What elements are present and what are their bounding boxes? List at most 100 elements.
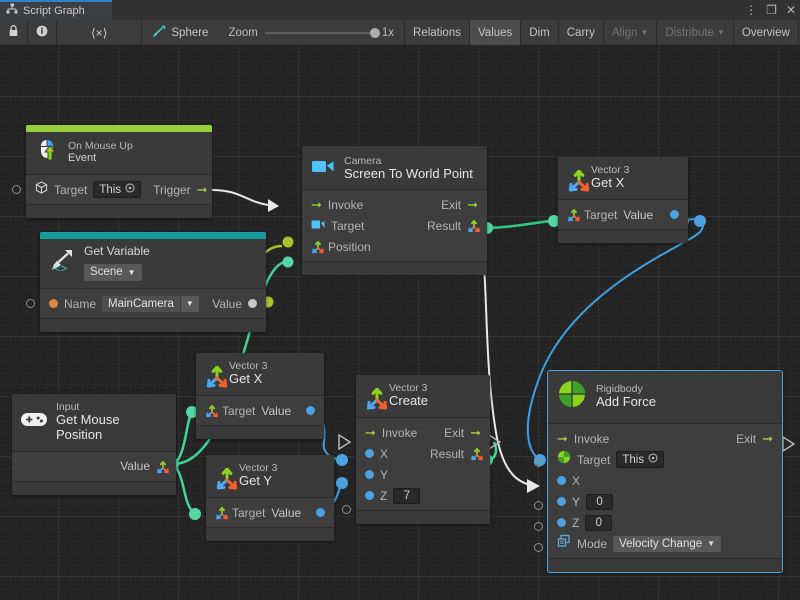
node-vector3-get-x-bottom[interactable]: Vector 3 Get X Target Value <box>196 353 324 439</box>
rigidbody-port-icon[interactable] <box>557 450 571 469</box>
lock-toggle[interactable] <box>0 20 28 45</box>
info-toggle[interactable] <box>28 20 57 45</box>
port-value-output[interactable] <box>306 406 315 415</box>
enum-icon[interactable] <box>557 534 571 553</box>
exit-label: Exit <box>444 425 465 440</box>
port-create-z-ring[interactable] <box>342 505 351 514</box>
port-value-output[interactable] <box>316 508 325 517</box>
node-title: Get Mouse Position <box>56 412 120 442</box>
node-body: Name MainCamera ▼ Value <box>26 288 266 319</box>
node-vector3-get-y[interactable]: Vector 3 Get Y Target Value <box>206 455 334 541</box>
z-value-field[interactable]: 7 <box>393 487 421 504</box>
code-view-button[interactable]: ⟨×⟩ <box>57 20 143 45</box>
vector3-port-icon[interactable] <box>567 209 580 222</box>
mode-dropdown[interactable]: Velocity Change ▼ <box>613 535 722 552</box>
node-title-group: Vector 3 Get Y <box>239 462 278 489</box>
node-body: ➞ Invoke Exit ➞ Target Result <box>302 189 487 261</box>
port-value-output[interactable] <box>248 299 257 309</box>
toolbar-button-overview[interactable]: Overview <box>734 20 799 45</box>
y-value-field[interactable]: 0 <box>586 493 614 510</box>
target-picker-icon[interactable] <box>648 453 658 466</box>
port-exit-output[interactable]: ➞ <box>762 431 773 446</box>
port-exit-output[interactable]: ➞ <box>467 197 478 212</box>
toolbar-button-dim[interactable]: Dim <box>521 20 559 45</box>
zoom-control[interactable]: Zoom 1x <box>218 20 404 45</box>
port-z-input[interactable] <box>557 518 566 527</box>
invoke-label: Invoke <box>381 425 418 440</box>
lock-icon <box>8 25 19 40</box>
port-z-input[interactable] <box>365 491 374 500</box>
target-label: Target <box>232 505 266 520</box>
target-value-field[interactable]: This <box>616 451 665 468</box>
result-label: Result <box>429 446 464 461</box>
port-name-input[interactable] <box>26 299 35 309</box>
port-value-output[interactable] <box>670 210 679 219</box>
node-add-force[interactable]: Rigidbody Add Force ➞ Invoke Exit ➞ <box>547 370 783 573</box>
toolbar-button-carry[interactable]: Carry <box>559 20 604 45</box>
row-z: Z 7 <box>356 485 490 506</box>
toolbar-button-values[interactable]: Values <box>469 20 522 45</box>
node-vector3-create[interactable]: Vector 3 Create ➞ Invoke Exit ➞ X Result <box>356 375 490 524</box>
node-on-mouse-up[interactable]: On Mouse Up Event Target This <box>12 125 212 218</box>
node-title: Get X <box>229 371 263 387</box>
target-label: Target <box>331 218 365 233</box>
port-x-input[interactable] <box>557 476 566 485</box>
node-screen-to-world-point[interactable]: Camera Screen To World Point ➞ Invoke Ex… <box>302 146 487 275</box>
chevron-down-icon[interactable]: ▼ <box>179 295 199 312</box>
vector3-port-icon[interactable] <box>467 220 480 233</box>
port-trigger-output[interactable]: ➞ <box>196 182 208 197</box>
close-icon[interactable]: ✕ <box>785 3 796 17</box>
zoom-slider[interactable] <box>264 27 380 38</box>
maximize-icon[interactable]: ❐ <box>766 3 777 17</box>
window-titlebar: Script Graph ⋮ ❐ ✕ <box>0 0 800 20</box>
port-z-ring[interactable] <box>534 522 543 531</box>
port-name-dot[interactable] <box>49 299 58 309</box>
result-label: Result <box>426 218 461 233</box>
port-target-input[interactable] <box>12 185 21 194</box>
port-invoke-input[interactable]: ➞ <box>311 197 322 212</box>
trigger-label: Trigger <box>153 182 191 197</box>
window-menu-icon[interactable]: ⋮ <box>745 3 758 17</box>
exit-label: Exit <box>441 197 462 212</box>
tab-script-graph[interactable]: Script Graph <box>0 0 112 20</box>
node-get-mouse-position[interactable]: Input Get Mouse Position Value <box>12 394 176 495</box>
graph-canvas[interactable]: On Mouse Up Event Target This <box>0 46 800 600</box>
camera-port-icon[interactable] <box>311 217 325 235</box>
port-y-ring[interactable] <box>534 501 543 510</box>
node-get-variable[interactable]: <> Get Variable Scene ▼ <box>26 232 266 333</box>
vector3-port-icon[interactable] <box>470 448 483 461</box>
node-title-group: On Mouse Up Event <box>68 140 133 165</box>
variable-name-dropdown[interactable]: MainCamera ▼ <box>102 295 199 312</box>
toolbar-button-align[interactable]: Align ▼ <box>604 20 658 45</box>
z-value: 0 <box>595 516 603 529</box>
toolbar-button-distribute[interactable]: Distribute ▼ <box>657 20 734 45</box>
zoom-slider-knob[interactable] <box>369 27 380 38</box>
z-value-field[interactable]: 0 <box>585 514 613 531</box>
vector3-port-icon[interactable] <box>156 460 169 474</box>
graph-object-chip[interactable]: Sphere <box>142 20 218 45</box>
row-name: Name MainCamera ▼ Value <box>26 293 266 314</box>
node-vector3-get-x-top[interactable]: Vector 3 Get X Target Value <box>558 157 688 243</box>
port-y-input[interactable] <box>365 470 374 479</box>
port-invoke-input[interactable]: ➞ <box>557 431 568 446</box>
port-target-ring[interactable] <box>534 458 543 467</box>
port-exit-output[interactable]: ➞ <box>470 425 481 440</box>
port-invoke-input[interactable]: ➞ <box>365 425 376 440</box>
invoke-label: Invoke <box>327 197 364 212</box>
port-mode-ring[interactable] <box>534 543 543 552</box>
vector3-port-icon[interactable] <box>215 507 228 520</box>
vector3-port-icon[interactable] <box>205 405 218 418</box>
vector3-port-icon[interactable] <box>311 241 324 254</box>
port-y-input[interactable] <box>557 497 566 506</box>
zoom-label: Zoom <box>228 26 258 39</box>
target-value-field[interactable]: This <box>93 181 142 198</box>
node-header: Input Get Mouse Position <box>12 394 176 451</box>
target-picker-icon[interactable] <box>125 183 135 196</box>
script-graph-variable-icon: <> <box>49 248 75 279</box>
row-target-value: Target Value <box>196 400 324 421</box>
port-x-input[interactable] <box>365 449 374 458</box>
toolbar-button-relations[interactable]: Relations <box>404 20 470 45</box>
variable-kind-dropdown[interactable]: Scene ▼ <box>84 262 150 282</box>
target-label: Target <box>222 403 256 418</box>
